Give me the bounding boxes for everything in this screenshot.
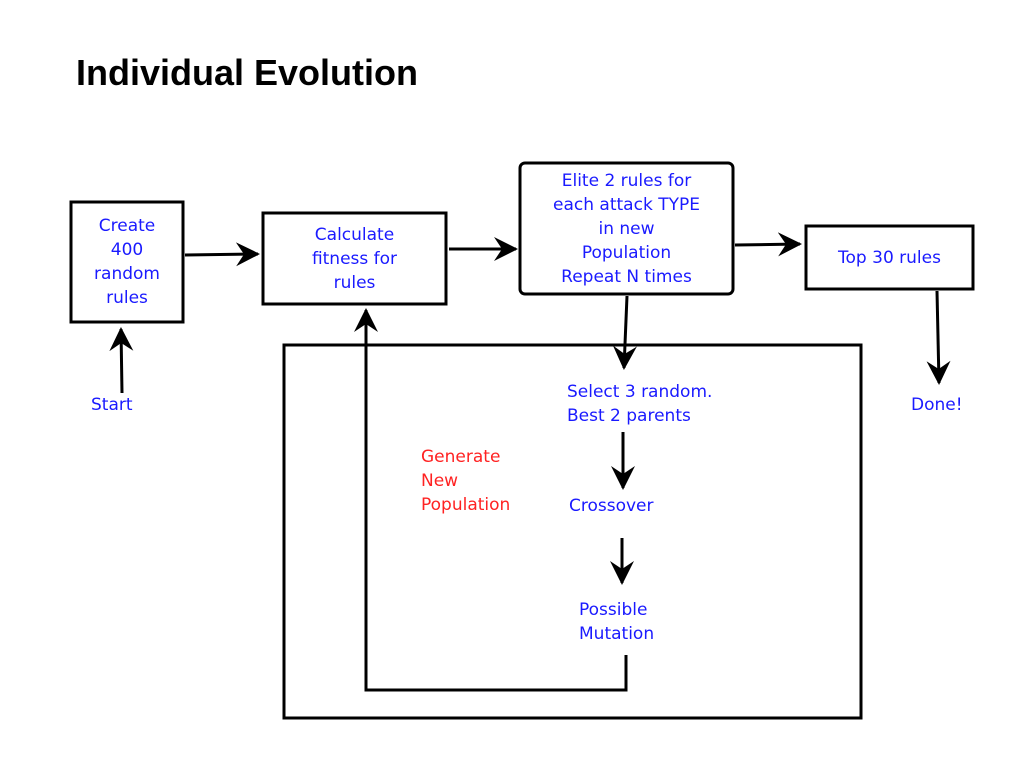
elite-rules-label: Elite 2 rules for each attack TYPE in ne… bbox=[553, 170, 700, 287]
slide-title: Individual Evolution bbox=[76, 52, 418, 93]
start-label: Start bbox=[91, 395, 133, 415]
create-rules-box bbox=[69, 200, 185, 324]
top30-box bbox=[804, 224, 975, 291]
arrow-create-to-fitness bbox=[184, 242, 260, 267]
mutation-label: Possible Mutation bbox=[579, 600, 655, 644]
arrow-elite-to-select bbox=[612, 295, 637, 370]
generate-population-container bbox=[282, 343, 863, 720]
crossover-label: Crossover bbox=[569, 496, 654, 516]
elite-rules-box bbox=[518, 161, 735, 296]
top30-label: Top 30 rules bbox=[838, 247, 941, 268]
calculate-fitness-box bbox=[261, 211, 448, 306]
arrow-elite-to-top30 bbox=[734, 232, 802, 257]
arrow-top30-to-done bbox=[926, 290, 951, 385]
calculate-fitness-label: Calculate fitness for rules bbox=[311, 224, 398, 293]
arrow-start-to-create bbox=[109, 327, 134, 394]
arrow-mutation-loop-to-fitness bbox=[354, 308, 628, 692]
create-rules-label: Create 400 random rules bbox=[94, 216, 160, 308]
generate-population-label: Generate New Population bbox=[421, 447, 511, 515]
select-parents-label: Select 3 random. Best 2 parents bbox=[567, 382, 713, 426]
done-label: Done! bbox=[911, 395, 963, 415]
